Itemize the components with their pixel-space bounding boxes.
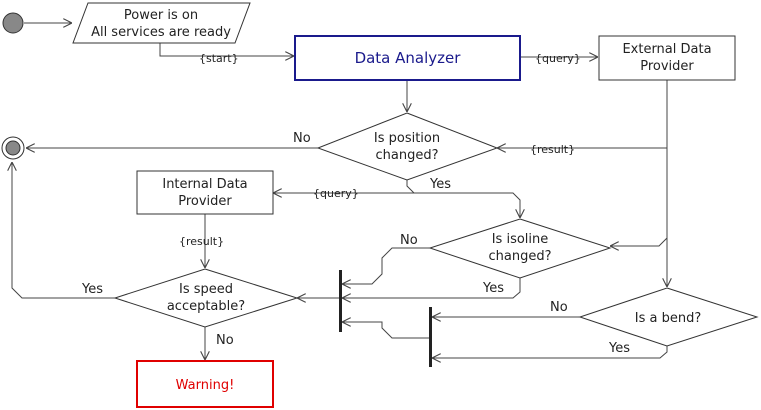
warning-node: Warning!: [136, 360, 274, 408]
speed-line1: Is speed: [179, 282, 233, 297]
speed-decision: Is speed acceptable?: [113, 268, 299, 328]
label-start: {start}: [199, 52, 239, 65]
power-node: Power is on All services are ready: [72, 2, 251, 44]
label-bend-no: No: [550, 300, 568, 315]
label-position-yes: Yes: [429, 177, 451, 192]
label-position-no: No: [293, 131, 311, 146]
bend-decision: Is a bend?: [578, 287, 759, 347]
label-isoline-no: No: [400, 233, 418, 248]
isoline-decision: Is isoline changed?: [428, 218, 612, 279]
edge-external-to-isoline: [610, 148, 668, 246]
edge-bend-yes-to-bar: [432, 346, 668, 358]
label-query-internal: {query}: [313, 187, 359, 200]
edge-external-to-position: [497, 80, 668, 148]
label-speed-no: No: [216, 333, 234, 348]
position-decision: Is position changed?: [316, 112, 499, 181]
edge-bar-to-bar: [342, 322, 430, 339]
power-line2: All services are ready: [91, 25, 231, 40]
label-query-external: {query}: [535, 52, 581, 65]
internal-line2: Provider: [178, 194, 232, 209]
data-analyzer-node: Data Analyzer: [294, 35, 521, 81]
internal-provider-node: Internal Data Provider: [136, 170, 274, 215]
speed-line2: acceptable?: [167, 299, 245, 314]
power-line1: Power is on: [124, 8, 198, 23]
end-node: [1, 136, 25, 160]
edge-speed-yes-to-end: [12, 162, 115, 299]
label-speed-yes: Yes: [81, 282, 103, 297]
isoline-line1: Is isoline: [492, 232, 549, 247]
isoline-line2: changed?: [489, 249, 552, 264]
label-result-external: {result}: [530, 143, 575, 156]
internal-line1: Internal Data: [162, 177, 247, 192]
label-bend-yes: Yes: [608, 341, 630, 356]
label-result-internal: {result}: [179, 235, 224, 248]
edge-power-to-analyzer: [159, 43, 294, 56]
start-node: [2, 12, 24, 34]
label-isoline-yes: Yes: [482, 281, 504, 296]
external-line1: External Data: [622, 42, 711, 57]
position-line1: Is position: [374, 131, 440, 146]
position-line2: changed?: [376, 148, 439, 163]
bend-label: Is a bend?: [635, 311, 701, 326]
edge-position-yes-to-isoline: [406, 180, 520, 218]
external-provider-node: External Data Provider: [598, 35, 736, 81]
join-bar-right: [429, 307, 432, 367]
edge-isoline-no-to-bar: [342, 247, 430, 284]
warning-label: Warning!: [176, 378, 235, 393]
edge-isoline-yes-to-bar: [342, 278, 521, 298]
join-bar-left: [339, 270, 342, 332]
external-line2: Provider: [640, 59, 694, 74]
analyzer-label: Data Analyzer: [355, 49, 462, 67]
